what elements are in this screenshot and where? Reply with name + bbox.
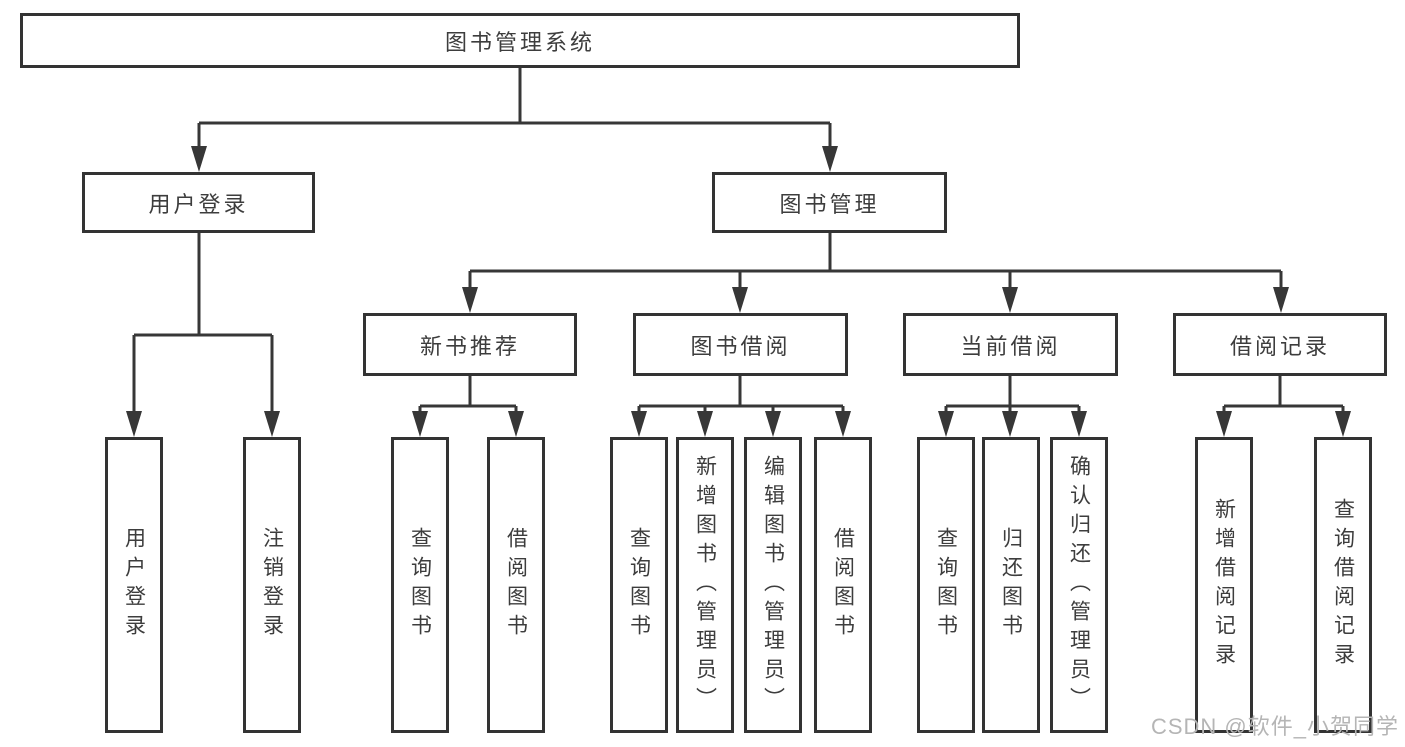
leaf-borrow-books-recommend-label: 借阅图书 [504,527,528,643]
leaf-borrow-books-recommend: 借阅图书 [487,437,545,733]
leaf-query-borrow-record-label: 查询借阅记录 [1331,498,1355,672]
leaf-edit-books-admin: 编辑图书（管理员） [744,437,802,733]
node-user-login: 用户登录 [82,172,315,233]
node-user-login-label: 用户登录 [148,191,249,217]
leaf-query-books-current-label: 查询图书 [934,527,958,643]
node-new-book-recommend: 新书推荐 [363,313,577,376]
leaf-borrow-books: 借阅图书 [814,437,872,733]
leaf-logout: 注销登录 [243,437,301,733]
leaf-query-books-recommend-label: 查询图书 [408,527,432,643]
node-borrow-records-label: 借阅记录 [1229,333,1330,359]
leaf-return-books: 归还图书 [982,437,1040,733]
node-current-borrow: 当前借阅 [903,313,1118,376]
node-library-system-label: 图书管理系统 [444,29,595,55]
leaf-user-login: 用户登录 [105,437,163,733]
leaf-confirm-return-admin-label: 确认归还（管理员） [1067,454,1091,716]
leaf-user-login-label: 用户登录 [122,527,146,643]
leaf-add-borrow-record-label: 新增借阅记录 [1212,498,1236,672]
leaf-borrow-books-label: 借阅图书 [831,527,855,643]
leaf-query-books-borrow: 查询图书 [610,437,668,733]
node-borrow-records: 借阅记录 [1173,313,1387,376]
leaf-add-borrow-record: 新增借阅记录 [1195,437,1253,733]
node-current-borrow-label: 当前借阅 [960,333,1061,359]
watermark: CSDN @软件_小贺同学 [1150,714,1399,739]
node-book-management-label: 图书管理 [779,191,880,217]
node-book-borrow: 图书借阅 [633,313,848,376]
leaf-query-borrow-record: 查询借阅记录 [1314,437,1372,733]
leaf-add-books-admin: 新增图书（管理员） [676,437,734,733]
leaf-query-books-borrow-label: 查询图书 [627,527,651,643]
leaf-query-books-current: 查询图书 [917,437,975,733]
leaf-query-books-recommend: 查询图书 [391,437,449,733]
leaf-confirm-return-admin: 确认归还（管理员） [1050,437,1108,733]
node-book-management: 图书管理 [712,172,947,233]
leaf-logout-label: 注销登录 [260,527,284,643]
leaf-edit-books-admin-label: 编辑图书（管理员） [761,454,785,716]
leaf-add-books-admin-label: 新增图书（管理员） [693,454,717,716]
leaf-return-books-label: 归还图书 [999,527,1023,643]
node-library-system: 图书管理系统 [20,13,1020,68]
node-book-borrow-label: 图书借阅 [690,333,791,359]
node-new-book-recommend-label: 新书推荐 [419,333,520,359]
